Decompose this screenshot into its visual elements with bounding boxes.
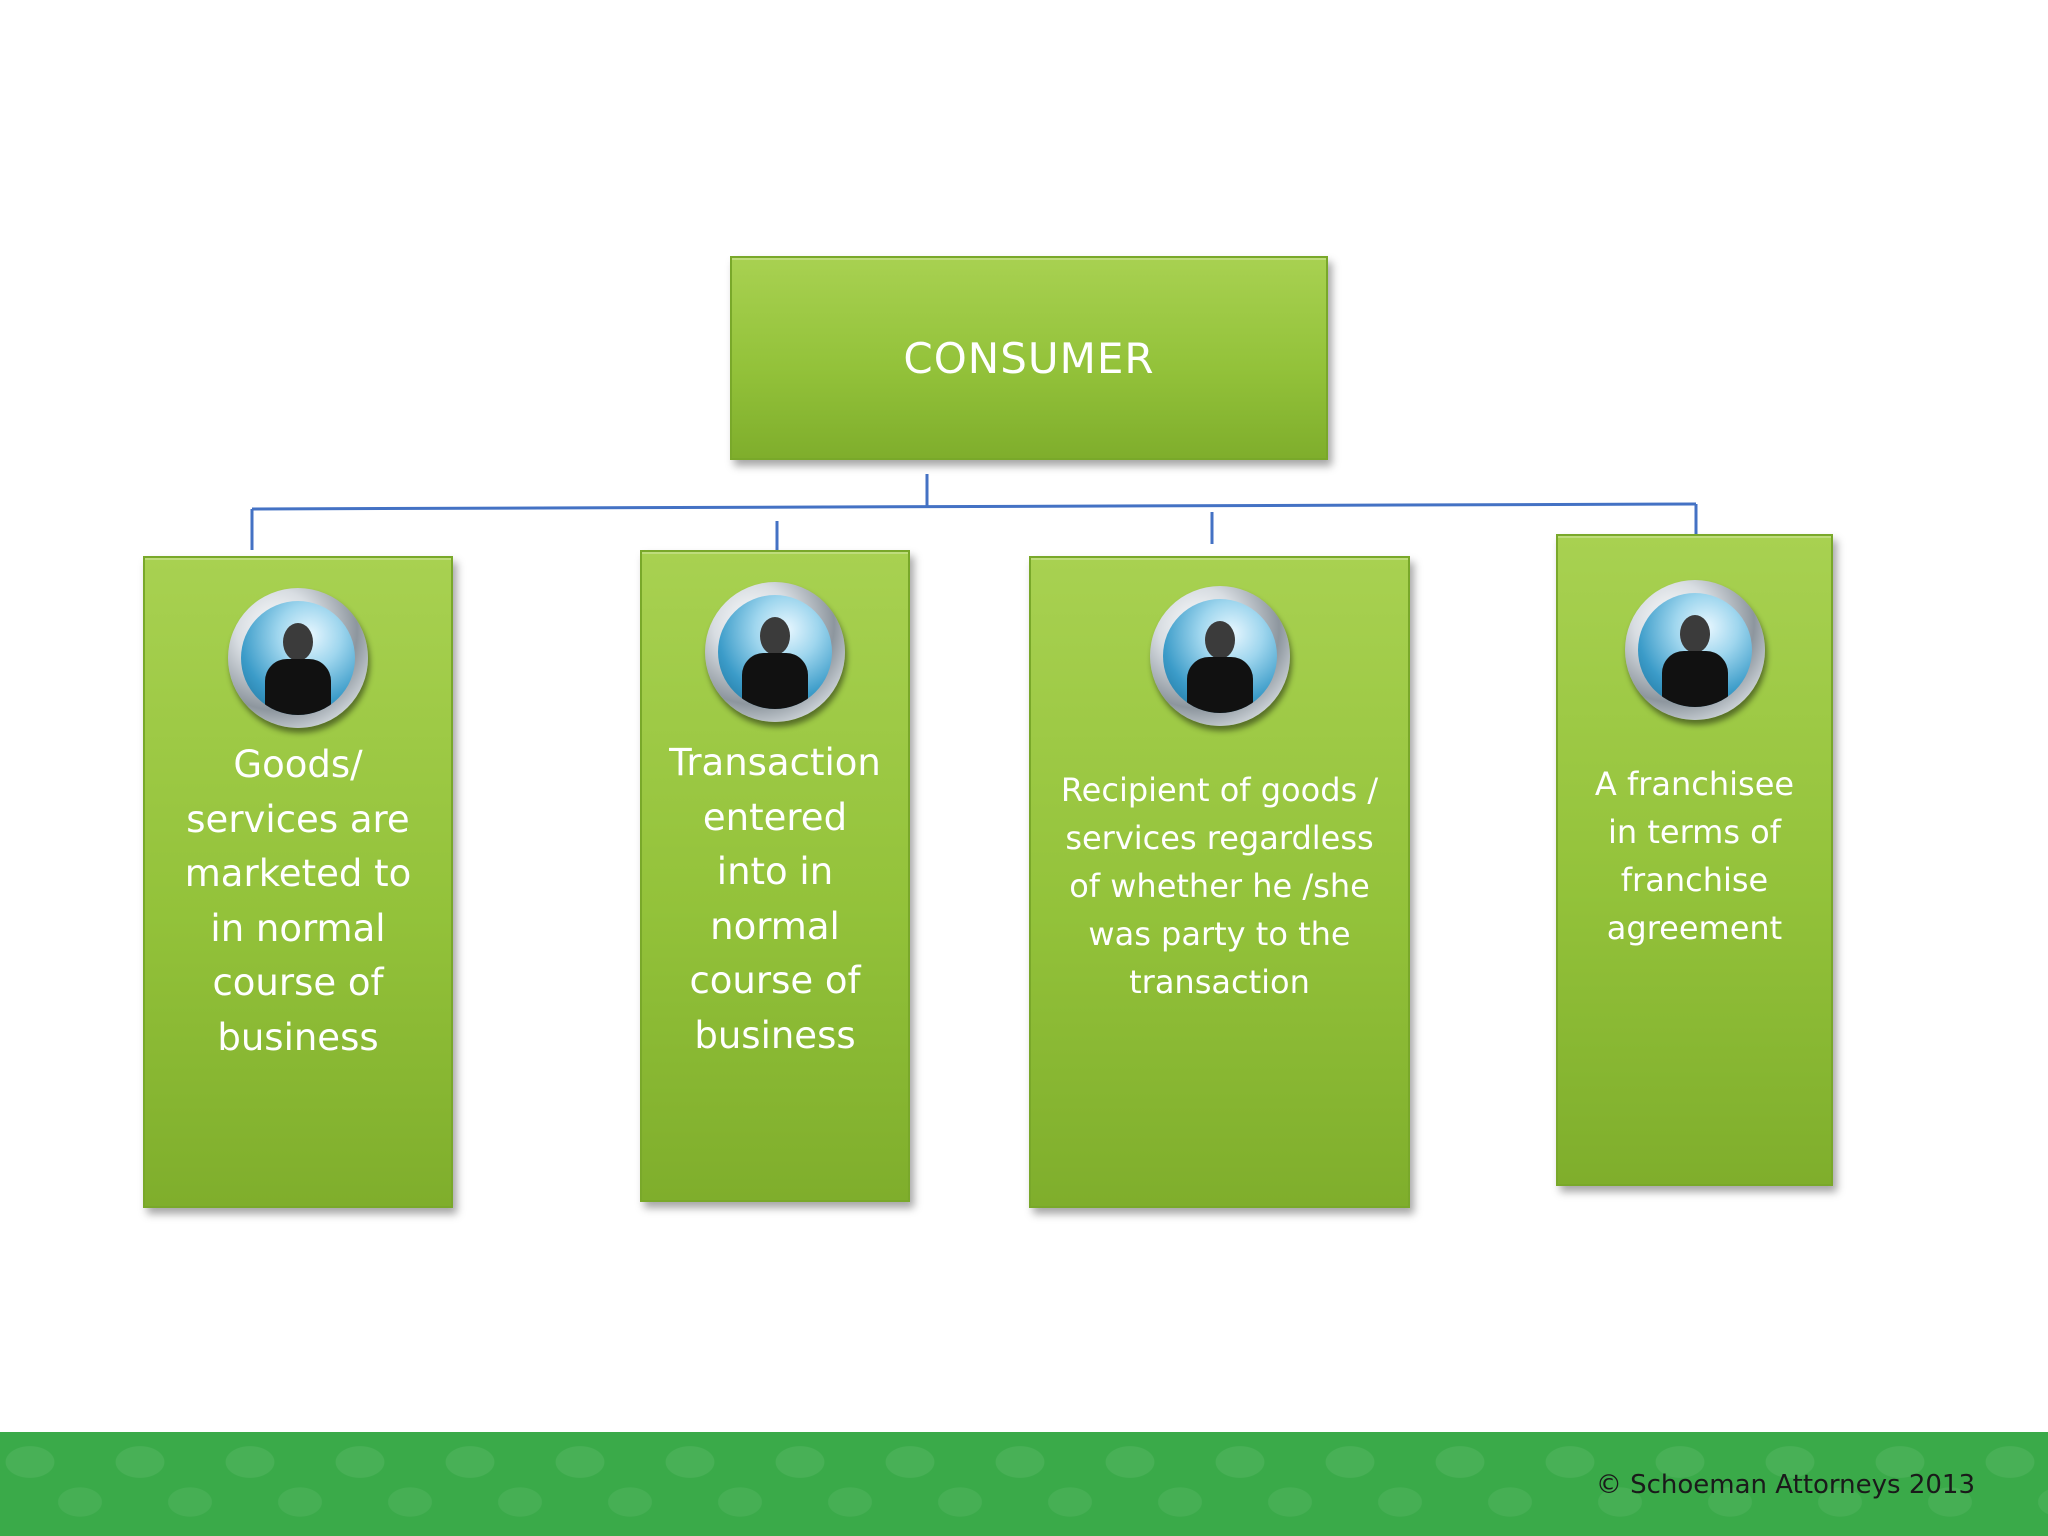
child-node-3: Recipient of goods / services regardless…: [1029, 556, 1410, 1208]
child-node-3-text: Recipient of goods / services regardless…: [1060, 771, 1379, 1001]
person-icon: [1149, 586, 1290, 726]
horizontal-bus-line: [251, 502, 1697, 511]
child-node-2-text: Transaction entered into in normal cours…: [669, 741, 881, 1057]
child-node-2: Transaction entered into in normal cours…: [640, 550, 910, 1202]
person-icon: [705, 582, 845, 722]
copyright-text: © Schoeman Attorneys 2013: [1595, 1470, 1975, 1500]
child-node-1: Goods/ services are marketed to in norma…: [143, 556, 453, 1208]
person-icon: [1624, 580, 1765, 720]
footer-bar: © Schoeman Attorneys 2013: [0, 1432, 2048, 1536]
person-icon: [228, 588, 368, 728]
child-node-4: A franchisee in terms of franchise agree…: [1556, 534, 1833, 1186]
child-node-1-text: Goods/ services are marketed to in norma…: [184, 743, 412, 1059]
root-node-consumer: CONSUMER: [730, 256, 1328, 460]
child-node-4-text: A franchisee in terms of franchise agree…: [1594, 765, 1795, 947]
root-node-label: CONSUMER: [903, 333, 1155, 383]
